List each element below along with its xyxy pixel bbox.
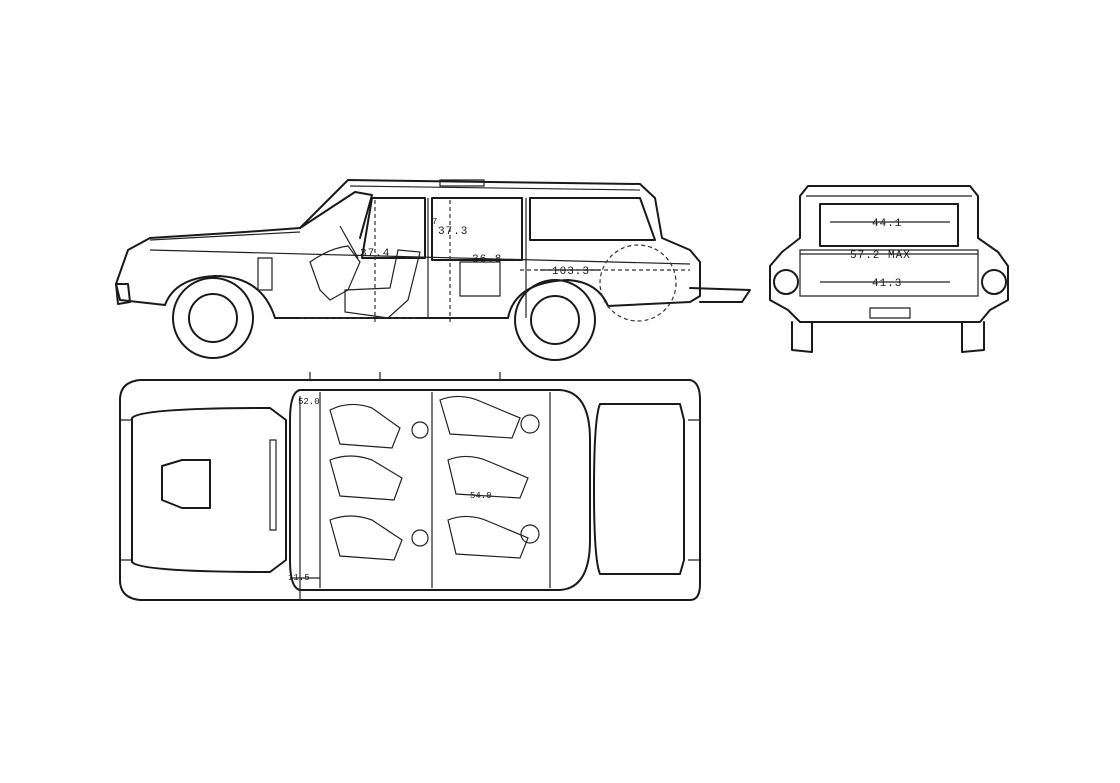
rear-bumper [689,287,751,303]
label-front-headroom: 37.4 [360,248,390,260]
front-bumper [115,283,131,305]
rear-view: 44.1 57.2 MAX 41.3 [769,185,1009,353]
label-hip-mark: 11.5 [288,573,310,583]
roof-antenna [439,179,485,187]
roof-outline [289,389,591,591]
seat-divider-lines [319,392,551,588]
rear-wheel [514,279,596,361]
rear-window [819,203,959,247]
label-floor-width: 41.3 [872,278,902,290]
side-body-outline [115,179,701,319]
label-max-width: 57.2 MAX [850,250,911,262]
roof-rail [349,185,641,191]
hood-scoop [161,459,211,509]
top-view: 52.0 54.0 11.5 [119,372,701,601]
rear-body-outline [769,185,1009,323]
top-body-outline [119,379,701,601]
occupant-figures [329,395,540,561]
front-wheel [172,277,254,359]
label-rear-legroom: 36.8 [472,254,502,266]
left-taillight [773,269,799,295]
top-dimension-lines [290,372,501,600]
label-tail-mark: 7 [432,217,437,227]
rear-wheel-hub [530,295,580,345]
hood-line [149,231,301,241]
hood-panel [131,407,287,573]
right-taillight [981,269,1007,295]
side-view: 37.4 37.3 36.8 103.3 7 [115,179,751,361]
rear-left-tire [791,321,813,353]
windshield [299,191,373,239]
label-rear-headroom: 37.3 [438,226,468,238]
spare-tire-outline [599,244,677,322]
front-seat [344,249,421,319]
label-cargo-length: 103.3 [552,266,590,278]
driver-figure [309,245,361,301]
rear-dimension-lines [800,221,978,283]
belt-line [149,249,691,265]
tailgate-top [593,403,685,575]
rear-seat [459,261,501,297]
steering-column [339,225,359,259]
cargo-window [529,197,656,241]
front-fender-badge [257,257,273,291]
cowl-vent [269,439,277,531]
rear-right-tire [961,321,985,353]
front-door-window [361,197,426,259]
top-bumper-marks [120,419,700,561]
label-front-shoulder: 52.0 [298,397,320,407]
label-tailgate-width: 44.1 [872,218,902,230]
front-wheel-hub [188,293,238,343]
license-plate [869,307,911,319]
tailgate [799,249,979,297]
label-rear-shoulder: 54.0 [470,491,492,501]
